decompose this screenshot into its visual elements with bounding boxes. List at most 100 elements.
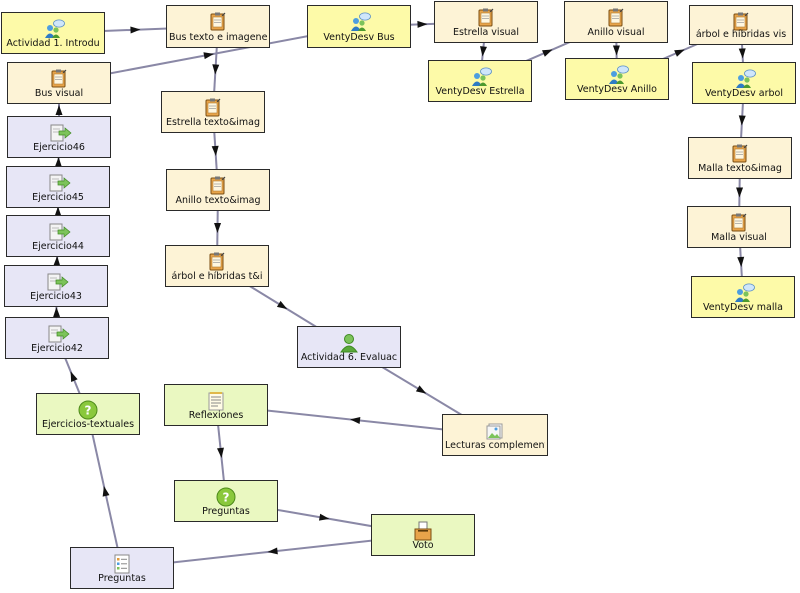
- arrowhead-busvis-vdbus: [203, 52, 214, 60]
- notepad-icon: [202, 98, 224, 118]
- arrowhead-estvis-vdest: [480, 46, 487, 57]
- ballot-icon: [412, 521, 434, 541]
- arrowhead-ejtext-ej42: [70, 371, 78, 382]
- node-ejercicio46[interactable]: Ejercicio46: [7, 116, 111, 158]
- node-label: Malla texto&imag: [698, 163, 782, 174]
- node-label: VentyDesv arbol: [705, 88, 783, 99]
- people-chat-icon: [733, 69, 756, 89]
- node-label: Bus visual: [34, 88, 84, 99]
- node-ejercicio43[interactable]: Ejercicio43: [4, 265, 108, 307]
- node-actividad-1-introdu[interactable]: Actividad 1. Introdu: [1, 12, 105, 54]
- people-chat-icon: [606, 65, 629, 85]
- node-lecturas-complementa[interactable]: Lecturas complementa: [442, 414, 548, 456]
- node-label: Actividad 1. Introdu: [6, 38, 100, 49]
- node-label: árbol e híbridas vis: [695, 29, 787, 40]
- node-ejercicio42[interactable]: Ejercicio42: [5, 317, 109, 359]
- arrowhead-vdarb-malti: [738, 115, 746, 126]
- page-arrow-icon: [46, 324, 70, 344]
- arrowhead-ej42-ej43: [53, 307, 61, 318]
- page-arrow-icon: [47, 222, 71, 242]
- node-label: Estrella texto&imag: [165, 117, 261, 128]
- node-voto[interactable]: Voto: [371, 514, 475, 556]
- node-label: Ejercicio45: [32, 192, 84, 203]
- node-bus-visual[interactable]: Bus visual: [7, 62, 111, 104]
- checklist-icon: [111, 554, 133, 574]
- arrowhead-ej45-ej46: [54, 157, 62, 168]
- arrowhead-malvis-vdmal: [737, 256, 745, 267]
- page-arrow-icon: [47, 173, 71, 193]
- notes-icon: [205, 391, 227, 411]
- node-label: Reflexiones: [188, 410, 244, 421]
- node-arbol-hibridas-ti[interactable]: árbol e híbridas t&i: [165, 245, 269, 287]
- people-chat-icon: [732, 283, 755, 303]
- picture-icon: [484, 421, 506, 441]
- arrowhead-vdest-anivis: [542, 49, 553, 57]
- node-ventydesv-arbol[interactable]: VentyDesv arbol: [692, 62, 796, 104]
- node-actividad-6-evaluac[interactable]: Actividad 6. Evaluac: [297, 326, 401, 368]
- notepad-icon: [475, 8, 497, 28]
- people-chat-icon: [348, 12, 371, 32]
- arrowhead-ej46-busvis: [55, 105, 63, 115]
- arrowhead-refl-preg1: [217, 447, 224, 458]
- arrowhead-voto-preg2: [267, 547, 278, 555]
- arrowhead-arbvis-vdarb: [738, 48, 746, 59]
- arrowhead-busti-estti: [212, 64, 220, 75]
- node-label: Ejercicios-textuales: [41, 419, 135, 430]
- node-label: Malla visual: [711, 232, 767, 243]
- node-label: Lecturas complementa: [445, 440, 545, 451]
- node-malla-texto-imag[interactable]: Malla texto&imag: [688, 137, 792, 179]
- node-preguntas-encuesta[interactable]: Preguntas: [70, 547, 174, 589]
- node-label: Ejercicio43: [30, 291, 82, 302]
- node-label: Ejercicio46: [33, 142, 85, 153]
- node-label: Anillo texto&imag: [175, 195, 261, 206]
- node-label: Preguntas: [98, 573, 146, 584]
- arrowhead-arbti-act6: [276, 300, 288, 310]
- svg-text:?: ?: [223, 491, 230, 505]
- notepad-icon: [48, 69, 70, 89]
- node-ejercicio44[interactable]: Ejercicio44: [6, 215, 110, 257]
- page-arrow-icon: [45, 272, 69, 292]
- node-reflexiones[interactable]: Reflexiones: [164, 384, 268, 426]
- node-ventydesv-estrella[interactable]: VentyDesv Estrella: [428, 60, 532, 102]
- node-preguntas-cuestionario[interactable]: ?Preguntas: [174, 480, 278, 522]
- node-label: VentyDesv Anillo: [577, 84, 657, 95]
- arrowhead-vdbus-estvis: [417, 20, 428, 28]
- node-estrella-visual[interactable]: Estrella visual: [434, 1, 538, 43]
- node-ejercicio45[interactable]: Ejercicio45: [6, 166, 110, 208]
- node-label: Voto: [412, 540, 434, 551]
- notepad-icon: [729, 144, 751, 164]
- question-icon: ?: [215, 487, 237, 507]
- node-estrella-texto-imag[interactable]: Estrella texto&imag: [161, 91, 265, 133]
- node-label: VentyDesv malla: [703, 302, 783, 313]
- question-icon: ?: [77, 400, 99, 420]
- node-anillo-visual[interactable]: Anillo visual: [564, 1, 668, 43]
- node-ventydesv-malla[interactable]: VentyDesv malla: [691, 276, 795, 318]
- arrowhead-estti-aniti: [211, 145, 219, 156]
- notepad-icon: [728, 213, 750, 233]
- svg-text:?: ?: [85, 404, 92, 418]
- node-label: Anillo visual: [587, 27, 645, 38]
- node-label: Estrella visual: [452, 27, 520, 38]
- node-arbol-hibridas-vis[interactable]: árbol e híbridas vis: [689, 5, 793, 45]
- node-ventydesv-anillo[interactable]: VentyDesv Anillo: [565, 58, 669, 100]
- arrowhead-preg1-voto: [318, 513, 330, 521]
- notepad-icon: [207, 12, 229, 32]
- page-arrow-icon: [48, 123, 72, 143]
- arrowhead-malti-malvis: [736, 187, 744, 198]
- node-label: Actividad 6. Evaluac: [300, 352, 398, 363]
- node-label: VentyDesv Bus: [323, 32, 395, 43]
- node-ejercicios-textuales[interactable]: ?Ejercicios-textuales: [36, 393, 140, 435]
- node-malla-visual[interactable]: Malla visual: [687, 206, 791, 248]
- notepad-icon: [730, 12, 752, 32]
- node-anillo-texto-imag[interactable]: Anillo texto&imag: [166, 169, 270, 211]
- arrowhead-vdani-arbvis: [674, 49, 685, 57]
- arrowhead-lect-refl: [350, 417, 361, 424]
- node-label: Ejercicio42: [31, 343, 83, 354]
- node-ventydesv-bus[interactable]: VentyDesv Bus: [307, 5, 411, 48]
- node-bus-texto-e-imagenes[interactable]: Bus texto e imagenes: [166, 5, 270, 48]
- arrowhead-act1-busti: [130, 26, 141, 34]
- arrowhead-anivis-vdani: [612, 45, 620, 56]
- people-chat-icon: [42, 19, 65, 39]
- notepad-icon: [207, 176, 229, 196]
